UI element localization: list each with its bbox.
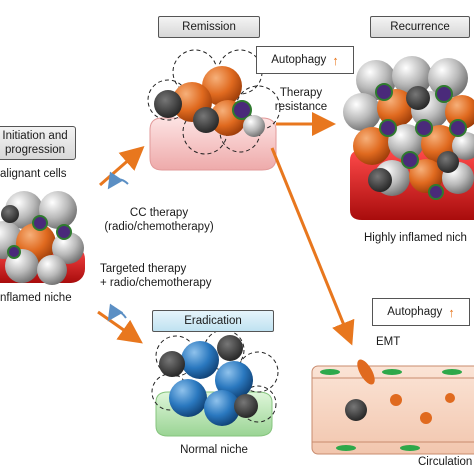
autophagy-box-bottom: Autophagy ↑ bbox=[372, 298, 470, 326]
circulation-label: Circulation bbox=[418, 456, 473, 468]
immune-cell bbox=[56, 224, 72, 240]
up-arrow-icon: ↑ bbox=[448, 304, 455, 320]
therapy-resistance-line2: resistance bbox=[274, 101, 328, 114]
remission-label: Remission bbox=[158, 16, 260, 38]
recurrence-tumor bbox=[343, 56, 474, 220]
immune-cell bbox=[7, 245, 21, 259]
targeted-therapy-label: Targeted therapy + radio/chemotherapy bbox=[100, 262, 212, 291]
normal-niche-label: Normal niche bbox=[180, 444, 248, 456]
initiation-box: Initiation and progression bbox=[0, 126, 76, 160]
initial-tumor bbox=[0, 191, 85, 285]
stem-cell bbox=[37, 255, 67, 285]
immune-cell bbox=[32, 215, 48, 231]
initiation-text: Initiation and bbox=[2, 129, 68, 142]
cc-therapy-line2: (radio/chemotherapy) bbox=[104, 221, 214, 234]
eradication-label: Eradication bbox=[152, 310, 274, 332]
arrows bbox=[97, 112, 355, 346]
blood-vessel bbox=[311, 359, 474, 455]
emt-label: EMT bbox=[376, 336, 401, 348]
malignant-cells-label: alignant cells bbox=[0, 168, 67, 180]
cc-therapy-label: CC therapy (radio/chemotherapy) bbox=[84, 206, 234, 235]
stem-cell bbox=[52, 232, 84, 264]
autophagy-box-top: Autophagy ↑ bbox=[256, 46, 354, 74]
remission-tumor bbox=[147, 49, 281, 171]
stem-cell bbox=[39, 191, 77, 229]
autophagy-text-bottom: Autophagy bbox=[387, 306, 443, 318]
targeted-therapy-line2: + radio/chemotherapy bbox=[100, 277, 212, 290]
highly-inflamed-niche-label: Highly inflamed nich bbox=[364, 232, 467, 244]
recurrence-label: Recurrence bbox=[370, 16, 470, 38]
up-arrow-icon: ↑ bbox=[332, 52, 339, 68]
cc-therapy-line1: CC therapy bbox=[129, 207, 189, 219]
eradication-tumor bbox=[151, 329, 279, 437]
targeted-therapy-line1: Targeted therapy bbox=[100, 263, 187, 275]
mac-cell bbox=[1, 205, 19, 223]
progression-text: progression bbox=[4, 144, 66, 156]
therapy-resistance-label: Therapy resistance bbox=[266, 86, 336, 115]
autophagy-text-top: Autophagy bbox=[271, 54, 327, 66]
inflamed-niche-label: nflamed niche bbox=[0, 292, 72, 304]
therapy-resistance-line1: Therapy bbox=[279, 87, 323, 99]
